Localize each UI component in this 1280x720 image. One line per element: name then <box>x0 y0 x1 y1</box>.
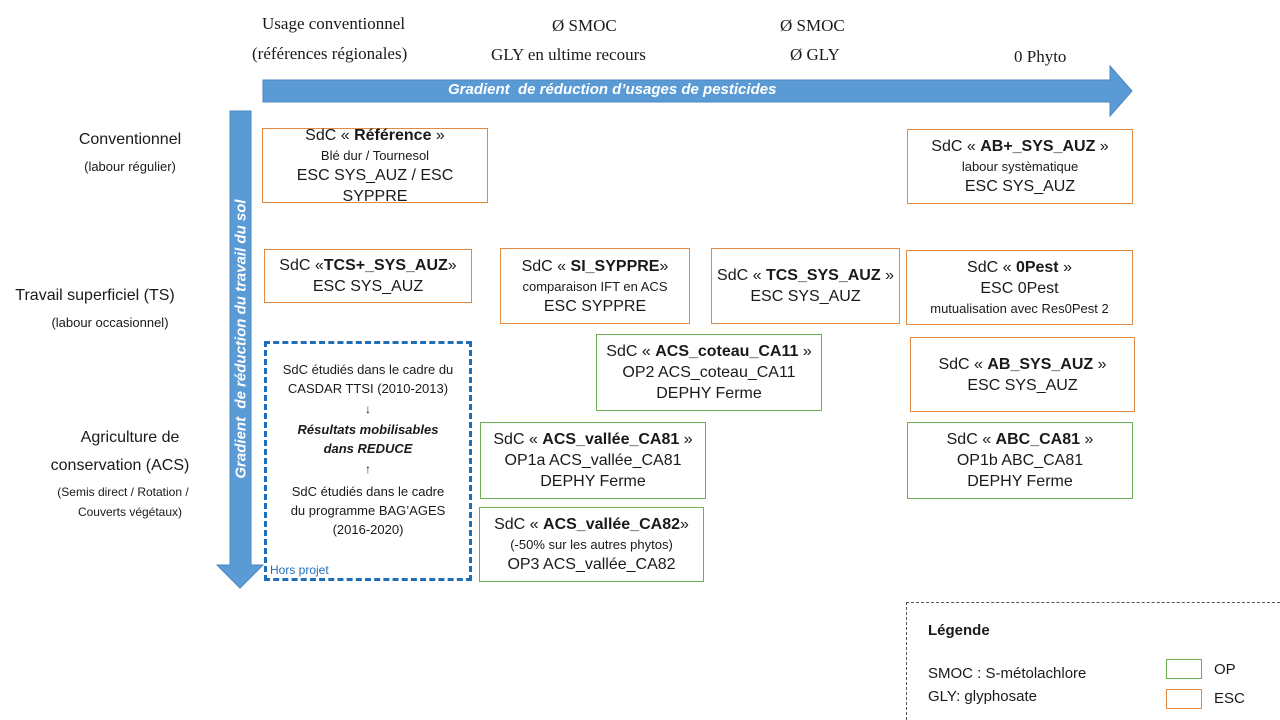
arrow-up-icon: ↑ <box>365 462 371 476</box>
hors-projet-top-line1: SdC étudiés dans le cadre du <box>282 362 454 377</box>
legend-title: Légende <box>928 622 990 639</box>
legend-gly: GLY: glyphosate <box>928 688 1037 705</box>
sdc-box-si-syppre: SdC « SI_SYPPRE» comparaison IFT en ACS … <box>500 248 690 324</box>
sdc-title-tcs-plus: SdC «TCS+_SYS_AUZ» <box>279 257 457 274</box>
sdc-line2-acs-coteau: OP2 ACS_coteau_CA11 <box>622 364 796 381</box>
sdc-box-acs-vallee-ca81: SdC « ACS_vallée_CA81 » OP1a ACS_vallée_… <box>480 422 706 499</box>
sdc-title-acs-vallee-ca81: SdC « ACS_vallée_CA81 » <box>493 431 693 448</box>
header-col3-line2: Ø GLY <box>790 45 840 64</box>
row-title-acs-2: conservation (ACS) <box>50 457 190 474</box>
row-title-conventionnel: Conventionnel <box>78 131 182 148</box>
sdc-line2-abc-ca81: OP1b ABC_CA81 <box>956 452 1084 469</box>
header-col3-line1: Ø SMOC <box>780 16 845 35</box>
sdc-line2-ab-plus: labour systèmatique <box>961 159 1079 174</box>
row-label-conventionnel: Conventionnel (labour régulier) <box>40 126 220 178</box>
row-title-acs-1: Agriculture de <box>80 429 180 446</box>
row-sub-acs-2: Couverts végétaux) <box>77 505 183 519</box>
header-col2-line2: GLY en ultime recours <box>491 45 646 64</box>
sdc-line2-tcs-plus: ESC SYS_AUZ <box>312 278 424 295</box>
hors-projet-bottom-line2: du programme BAG’AGES <box>290 503 446 518</box>
hors-projet-label: Hors projet <box>270 563 329 577</box>
sdc-line3-ab-plus: ESC SYS_AUZ <box>964 178 1076 195</box>
sdc-box-acs-coteau: SdC « ACS_coteau_CA11 » OP2 ACS_coteau_C… <box>596 334 822 411</box>
sdc-title-tcs: SdC « TCS_SYS_AUZ » <box>717 267 894 284</box>
sdc-box-tcs-plus: SdC «TCS+_SYS_AUZ» ESC SYS_AUZ <box>264 249 472 303</box>
vertical-gradient-arrow <box>215 110 265 589</box>
sdc-line3-acs-coteau: DEPHY Ferme <box>656 385 762 402</box>
hors-projet-bottom-line3: (2016-2020) <box>332 522 404 537</box>
sdc-line2-tcs: ESC SYS_AUZ <box>750 288 861 305</box>
sdc-title-0pest: SdC « 0Pest » <box>967 259 1072 276</box>
sdc-line3-acs-vallee-ca82: OP3 ACS_vallée_CA82 <box>507 556 676 573</box>
row-label-ts: Travail superficiel (TS) (labour occasio… <box>0 282 190 334</box>
sdc-title-reference: SdC « Référence » <box>305 126 445 144</box>
header-col4-line1: 0 Phyto <box>1014 47 1067 66</box>
sdc-title-ab: SdC « AB_SYS_AUZ » <box>938 355 1107 373</box>
sdc-box-reference: SdC « Référence » Blé dur / Tournesol ES… <box>262 126 488 205</box>
sdc-box-ab-plus: SdC « AB+_SYS_AUZ » labour systèmatique … <box>907 129 1133 204</box>
sdc-line3-si-syppre: ESC SYPPRE <box>543 297 647 315</box>
arrow-down-icon: ↓ <box>365 402 371 416</box>
hors-projet-top-line2: CASDAR TTSI (2010-2013) <box>287 381 449 396</box>
horizontal-arrow-label: Gradient de réduction d’usages de pestic… <box>448 81 777 98</box>
sdc-box-acs-vallee-ca82: SdC « ACS_vallée_CA82» (-50% sur les aut… <box>479 507 704 582</box>
sdc-line3-abc-ca81: DEPHY Ferme <box>967 473 1073 490</box>
row-sub-conventionnel: (labour régulier) <box>84 159 176 174</box>
hors-projet-box: SdC étudiés dans le cadre du CASDAR TTSI… <box>264 341 472 581</box>
header-col1-line2: (références régionales) <box>252 44 408 63</box>
sdc-line3-acs-vallee-ca81: DEPHY Ferme <box>540 473 646 490</box>
header-col2-line1: Ø SMOC <box>552 16 617 35</box>
sdc-line2-si-syppre: comparaison IFT en ACS <box>522 278 668 294</box>
legend-op-label: OP <box>1214 661 1236 678</box>
sdc-line2-acs-vallee-ca81: OP1a ACS_vallée_CA81 <box>504 452 682 469</box>
row-title-ts: Travail superficiel (TS) <box>15 287 175 304</box>
sdc-box-0pest: SdC « 0Pest » ESC 0Pest mutualisation av… <box>906 250 1133 325</box>
hors-projet-result-line1: Résultats mobilisables <box>297 422 439 437</box>
horizontal-gradient-arrow <box>262 64 1133 118</box>
sdc-line2-reference: Blé dur / Tournesol <box>320 147 430 163</box>
sdc-title-abc-ca81: SdC « ABC_CA81 » <box>946 431 1094 448</box>
legend-esc-swatch <box>1166 689 1202 709</box>
sdc-line2-acs-vallee-ca82: (-50% sur les autres phytos) <box>510 537 673 552</box>
legend-smoc: SMOC : S-métolachlore <box>928 665 1087 682</box>
row-label-acs: Agriculture de conservation (ACS) (Semis… <box>25 424 215 522</box>
sdc-title-acs-vallee-ca82: SdC « ACS_vallée_CA82» <box>494 516 689 533</box>
sdc-line3-0pest: mutualisation avec Res0Pest 2 <box>930 301 1109 316</box>
row-sub-acs-1: (Semis direct / Rotation / <box>57 485 189 499</box>
header-col1-line1: Usage conventionnel <box>262 14 406 33</box>
sdc-title-si-syppre: SdC « SI_SYPPRE» <box>521 257 669 275</box>
sdc-box-tcs: SdC « TCS_SYS_AUZ » ESC SYS_AUZ <box>711 248 900 324</box>
sdc-title-ab-plus: SdC « AB+_SYS_AUZ » <box>931 138 1109 155</box>
legend-op-swatch <box>1166 659 1202 679</box>
sdc-line2-ab: ESC SYS_AUZ <box>967 376 1078 394</box>
sdc-line2-0pest: ESC 0Pest <box>980 280 1059 297</box>
sdc-line3-reference: ESC SYS_AUZ / ESC SYPPRE <box>296 166 454 205</box>
sdc-box-ab: SdC « AB_SYS_AUZ » ESC SYS_AUZ <box>910 337 1135 412</box>
sdc-box-abc-ca81: SdC « ABC_CA81 » OP1b ABC_CA81 DEPHY Fer… <box>907 422 1133 499</box>
hors-projet-result-line2: dans REDUCE <box>323 441 413 456</box>
row-sub-ts: (labour occasionnel) <box>51 315 169 330</box>
legend-esc-label: ESC <box>1214 690 1245 707</box>
sdc-title-acs-coteau: SdC « ACS_coteau_CA11 » <box>606 343 812 360</box>
hors-projet-bottom-line1: SdC étudiés dans le cadre <box>291 484 445 499</box>
legend: Légende SMOC : S-métolachlore GLY: glyph… <box>906 602 1280 720</box>
